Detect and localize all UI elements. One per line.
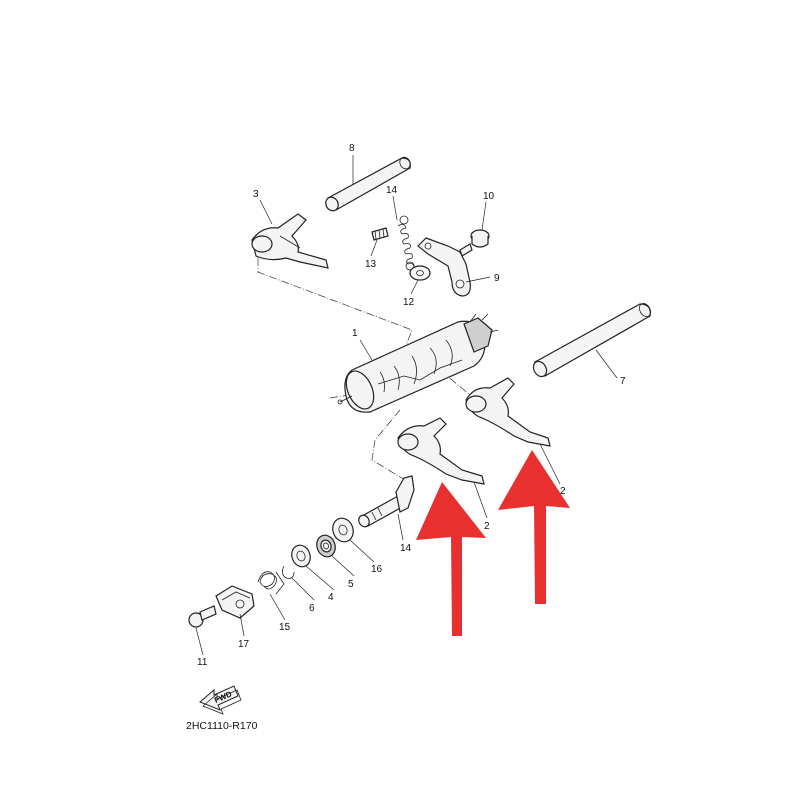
callout-15: 6 [309,603,315,614]
callout-4: 7 [620,376,626,387]
callout-labels: 8 3 10 14 13 12 9 1 7 2 2 14 16 5 4 6 15… [197,143,626,668]
fwd-arrow-icon: FWD [199,685,242,715]
callout-2-right: 2 [560,486,566,497]
callout-8: 12 [403,297,415,308]
callout-16: 5 [348,579,354,590]
callout-17: 17 [238,639,250,650]
callout-5: 8 [349,143,355,154]
leader-lines [195,155,618,656]
part-17-cam [215,585,255,619]
part-10-spring [397,215,415,271]
red-arrow-up-icon [498,450,570,604]
part-5-shift-rod [325,156,411,212]
callout-1: 1 [352,328,358,339]
part-3-shift-fork [251,213,329,269]
red-arrow-up-icon [416,482,486,636]
callout-13: 11 [197,657,208,668]
part-13-bolt [188,605,217,628]
callout-12: 15 [279,622,291,633]
part-8-washer [409,265,431,281]
callout-3: 3 [253,189,259,200]
callout-11: 14 [400,543,412,554]
diagram-code: 2HC1110-R170 [186,720,258,732]
callout-14-lower: 4 [328,592,334,603]
annotation-arrows [416,450,570,636]
callout-10: 14 [386,185,398,196]
callout-14-upper: 16 [371,564,383,575]
part-14-washer-upper [332,517,354,543]
part-2-shift-fork-center [397,417,485,485]
callout-2-center: 2 [484,521,490,532]
part-1-shift-drum [337,313,499,413]
part-16-oil-seal [316,534,336,558]
callout-9: 13 [365,259,377,270]
part-4-shift-rod [532,303,651,378]
part-14-washer-lower [291,544,311,568]
callout-6: 9 [494,273,500,284]
part-2-shift-fork-right [465,377,551,447]
part-6-stopper-lever [417,237,471,297]
callout-7: 10 [483,191,495,202]
part-9-bolt [371,227,389,241]
part-7-bolt [459,229,490,257]
part-12-torsion-spring [257,571,285,595]
part-11-shift-shaft [358,475,415,528]
part-15-circlip [282,565,295,579]
